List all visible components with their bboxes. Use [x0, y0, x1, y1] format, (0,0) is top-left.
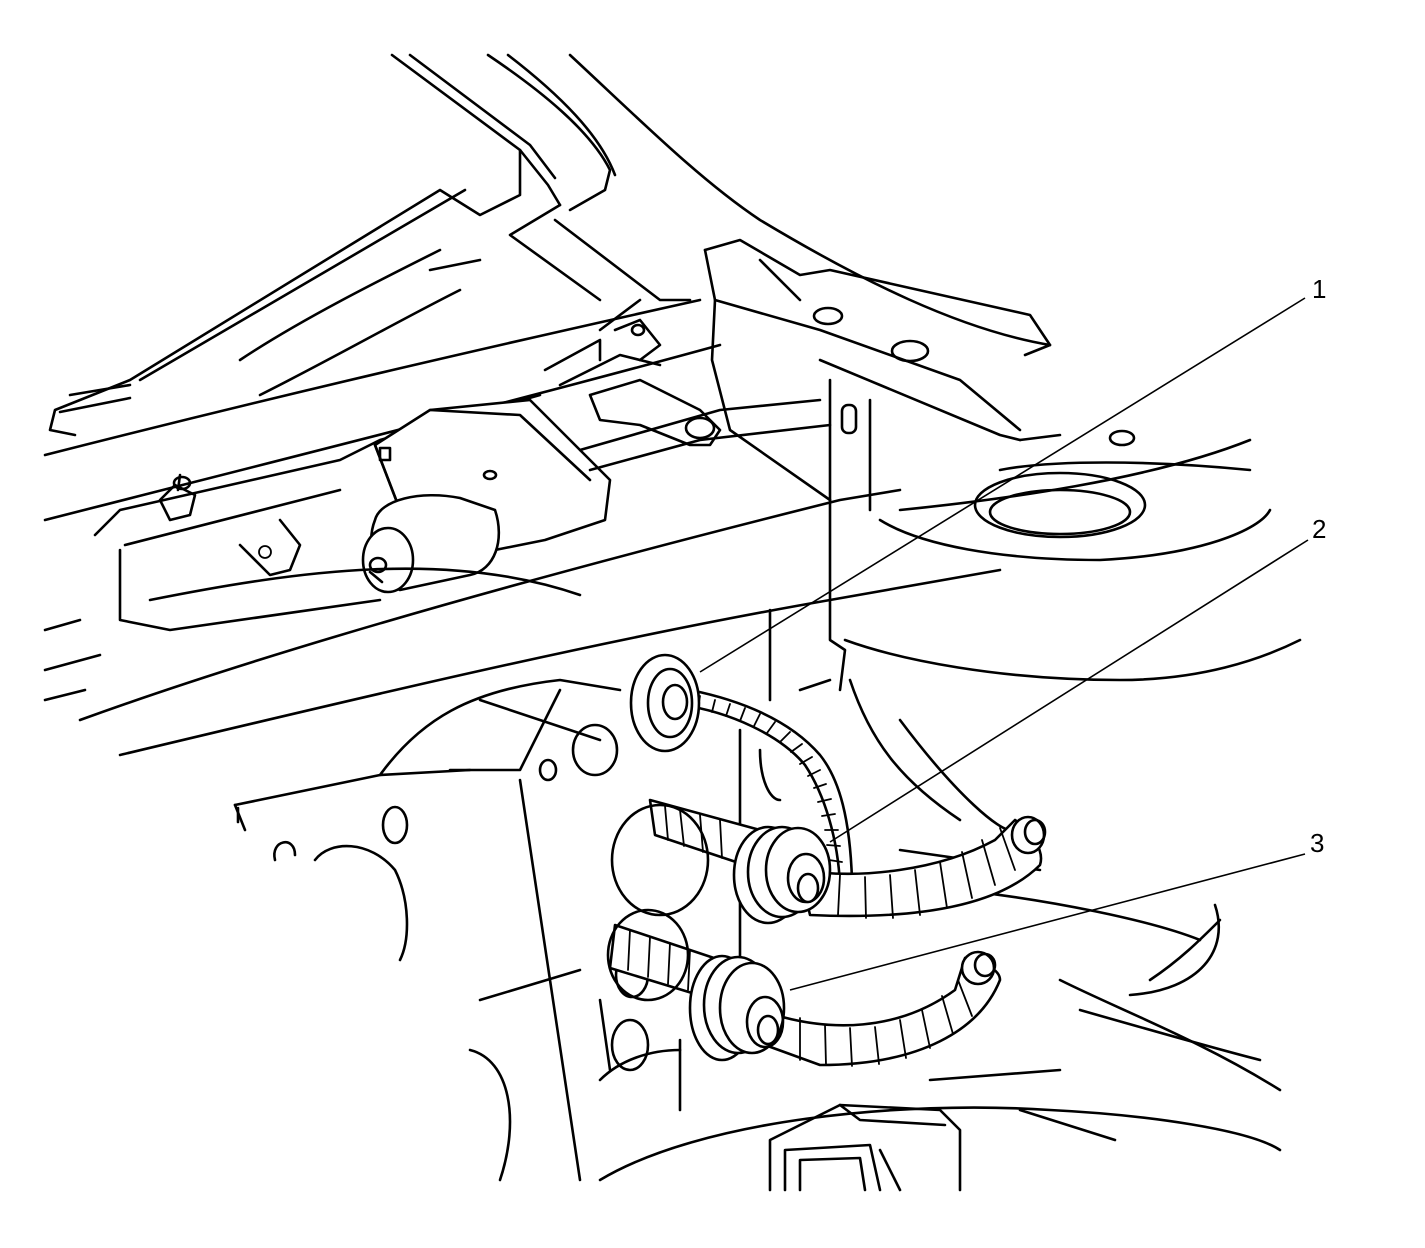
- callout-label-2: 2: [1312, 514, 1326, 544]
- lower-module-box: [768, 1103, 962, 1192]
- grommet-1: [629, 653, 854, 887]
- grommet-3: [606, 908, 1002, 1067]
- leader-line-3: [789, 853, 1306, 991]
- callout-label-3: 3: [1310, 828, 1324, 858]
- firewall-panel: [43, 488, 1282, 1182]
- leader-line-2: [829, 539, 1309, 843]
- strut-tower-panel: [703, 238, 1302, 832]
- callout-label-1: 1: [1312, 274, 1326, 304]
- windshield-cowl-panel: [43, 53, 1052, 522]
- leader-line-1: [699, 297, 1306, 673]
- grommet-2: [610, 798, 1047, 925]
- wiper-motor-assembly: [93, 318, 832, 632]
